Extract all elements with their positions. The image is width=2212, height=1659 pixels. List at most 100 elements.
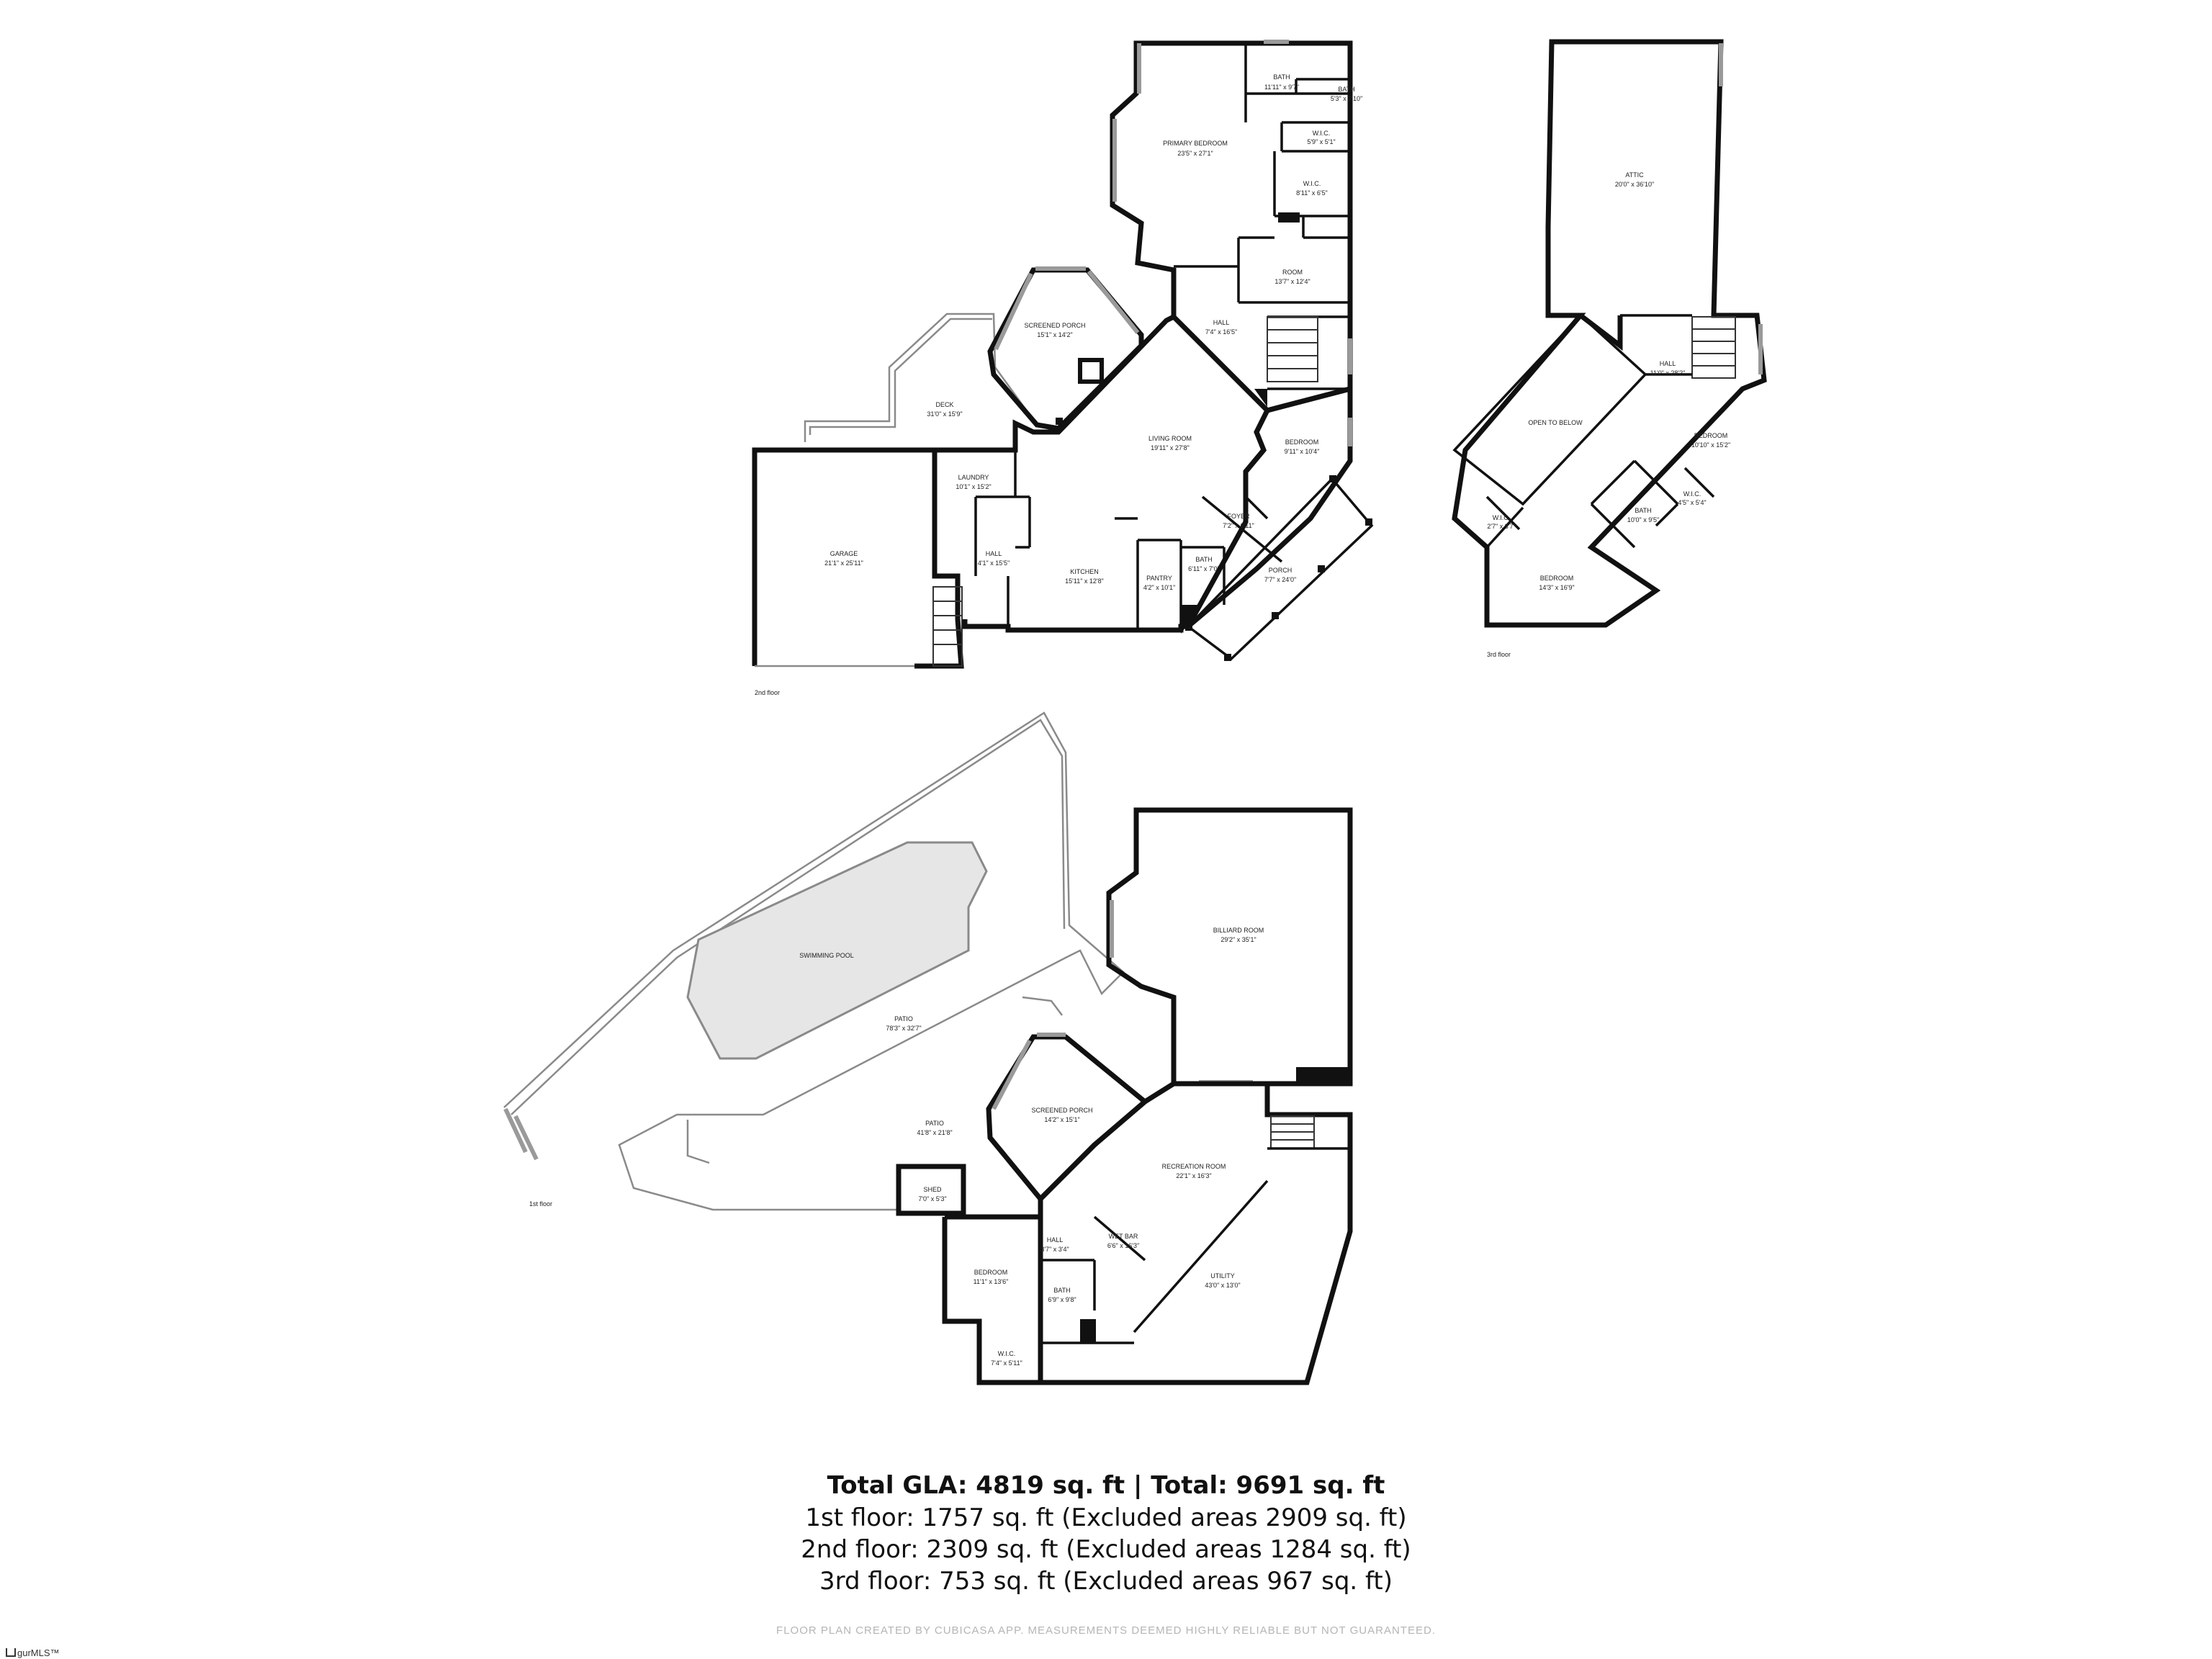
svg-text:23'5" x 27'1": 23'5" x 27'1"	[1177, 150, 1213, 157]
room-kitchen: KITCHEN 15'11" x 12'8"	[1065, 568, 1104, 585]
svg-text:PANTRY: PANTRY	[1146, 575, 1172, 582]
svg-text:SWIMMING POOL: SWIMMING POOL	[799, 952, 854, 959]
svg-text:GARAGE: GARAGE	[830, 550, 858, 557]
svg-text:BATH: BATH	[1273, 73, 1290, 81]
room-living-room: LIVING ROOM 19'11" x 27'8"	[1148, 435, 1192, 451]
first-floor-stairs	[1270, 1115, 1315, 1149]
svg-text:19'11" x 27'8": 19'11" x 27'8"	[1151, 444, 1190, 451]
room-bath-1st: BATH 6'9" x 9'8"	[1048, 1287, 1076, 1303]
svg-text:RECREATION ROOM: RECREATION ROOM	[1162, 1163, 1226, 1170]
svg-text:6'9" x 9'8": 6'9" x 9'8"	[1048, 1296, 1076, 1303]
svg-text:W.I.C.: W.I.C.	[1493, 514, 1511, 521]
svg-text:7'4" x 5'11": 7'4" x 5'11"	[991, 1359, 1022, 1367]
room-shed: SHED 7'0" x 5'3"	[918, 1186, 946, 1202]
svg-text:6'6" x 16'3": 6'6" x 16'3"	[1107, 1242, 1139, 1249]
room-bath-3: BATH 10'0" x 9'5"	[1627, 507, 1659, 523]
svg-text:7'7" x 24'0": 7'7" x 24'0"	[1264, 576, 1296, 583]
svg-text:10'10" x 15'2": 10'10" x 15'2"	[1691, 441, 1730, 449]
room-laundry: LAUNDRY 10'1" x 15'2"	[956, 474, 991, 490]
bedroom-1st-walls	[942, 1214, 1040, 1385]
svg-text:PORCH: PORCH	[1269, 567, 1292, 574]
svg-text:14'2" x 15'1": 14'2" x 15'1"	[1044, 1116, 1079, 1123]
svg-text:78'3" x 32'7": 78'3" x 32'7"	[886, 1025, 921, 1032]
svg-text:5'3" x 2'10": 5'3" x 2'10"	[1331, 95, 1362, 102]
room-swimming-pool: SWIMMING POOL	[799, 952, 854, 959]
svg-text:11'11" x 9'7": 11'11" x 9'7"	[1264, 84, 1299, 91]
svg-text:2'7" x 3'7": 2'7" x 3'7"	[1487, 523, 1515, 530]
room-wic-1st: W.I.C. 7'4" x 5'11"	[991, 1350, 1022, 1367]
room-screened-porch: SCREENED PORCH 15'1" x 14'2"	[1024, 322, 1085, 338]
svg-text:HALL: HALL	[1660, 360, 1676, 367]
room-pantry: PANTRY 4'2" x 10'1"	[1143, 575, 1175, 591]
screened-porch-2nd	[987, 267, 1144, 431]
svg-text:PATIO: PATIO	[894, 1015, 913, 1022]
svg-text:LAUNDRY: LAUNDRY	[958, 474, 989, 481]
svg-text:HALL: HALL	[1213, 319, 1230, 326]
room-bath-2: BATH 6'11" x 7'0"	[1188, 556, 1220, 572]
room-wic-3a: W.I.C. 4'5" x 5'4"	[1678, 490, 1706, 506]
svg-text:WET BAR: WET BAR	[1109, 1233, 1138, 1240]
svg-text:6'11" x 7'0": 6'11" x 7'0"	[1188, 565, 1220, 572]
svg-text:W.I.C.: W.I.C.	[1683, 490, 1701, 498]
svg-text:PRIMARY BEDROOM: PRIMARY BEDROOM	[1163, 140, 1228, 147]
room-primary-bedroom: PRIMARY BEDROOM 23'5" x 27'1"	[1163, 140, 1228, 157]
room-patio-2: PATIO 41'8" x 21'8"	[917, 1120, 952, 1136]
third-floor-plan: 3rd floor ATTIC 20'0" x 36'10" HALL 11'0…	[1452, 39, 1767, 658]
second-floor-stairs	[1267, 316, 1318, 382]
garage-walls	[752, 447, 964, 669]
room-hall: HALL 7'4" x 16'5"	[1205, 319, 1237, 336]
svg-text:4'5" x 5'4": 4'5" x 5'4"	[1678, 499, 1706, 506]
room-bedroom-3b: BEDROOM 14'3" x 16'9"	[1539, 575, 1574, 591]
room-attic: ATTIC 20'0" x 36'10"	[1615, 171, 1654, 188]
svg-text:BATH: BATH	[1338, 86, 1354, 93]
room-wet-bar: WET BAR 6'6" x 16'3"	[1107, 1233, 1139, 1249]
patio-outline	[503, 711, 1125, 1211]
svg-text:7'2" x 6'11": 7'2" x 6'11"	[1223, 522, 1254, 529]
first-floor-plan: 1st floor BILLIARD ROOM 29'2" x 35'1" SW…	[503, 711, 1353, 1385]
room-hall-3: HALL 11'0" x 28'2"	[1650, 360, 1686, 377]
room-room: ROOM 13'7" x 12'4"	[1274, 269, 1310, 285]
svg-text:3'7" x 3'4": 3'7" x 3'4"	[1040, 1246, 1069, 1253]
room-utility: UTILITY 43'0" x 13'0"	[1205, 1272, 1240, 1289]
svg-text:FOYER: FOYER	[1227, 513, 1250, 520]
svg-text:11'0" x 28'2": 11'0" x 28'2"	[1650, 369, 1686, 377]
svg-text:ATTIC: ATTIC	[1625, 171, 1644, 179]
floor-label: 2nd floor	[755, 689, 780, 696]
svg-text:21'1" x 25'11": 21'1" x 25'11"	[824, 559, 863, 567]
room-patio: PATIO 78'3" x 32'7"	[886, 1015, 921, 1032]
svg-text:10'0" x 9'5": 10'0" x 9'5"	[1627, 516, 1659, 523]
svg-text:5'9" x 5'1": 5'9" x 5'1"	[1307, 138, 1335, 145]
third-floor-area: 3rd floor: 753 sq. ft (Excluded areas 96…	[819, 1567, 1393, 1596]
svg-text:20'0" x 36'10": 20'0" x 36'10"	[1615, 181, 1654, 188]
svg-text:BEDROOM: BEDROOM	[974, 1269, 1008, 1276]
room-recreation: RECREATION ROOM 22'1" x 16'3"	[1162, 1163, 1226, 1179]
room-hall-1st: HALL 3'7" x 3'4"	[1040, 1236, 1069, 1253]
svg-text:ROOM: ROOM	[1282, 269, 1303, 276]
svg-text:14'3" x 16'9": 14'3" x 16'9"	[1539, 584, 1574, 591]
svg-text:BATH: BATH	[1195, 556, 1212, 563]
svg-text:7'0" x 5'3": 7'0" x 5'3"	[918, 1195, 946, 1202]
room-bedroom: BEDROOM 9'11" x 10'4"	[1285, 439, 1320, 455]
room-bedroom-3a: BEDROOM 10'10" x 15'2"	[1691, 432, 1730, 449]
deck-outline	[804, 313, 1059, 442]
shed	[896, 1164, 966, 1216]
svg-text:UTILITY: UTILITY	[1210, 1272, 1235, 1280]
svg-text:BILLIARD ROOM: BILLIARD ROOM	[1213, 927, 1264, 934]
room-open-to-below: OPEN TO BELOW	[1528, 419, 1583, 426]
svg-text:SCREENED PORCH: SCREENED PORCH	[1024, 322, 1085, 329]
second-floor-plan: 2nd floor PRIMARY BEDROOM 23'5" x 27'1" …	[752, 40, 1374, 696]
svg-text:43'0" x 13'0": 43'0" x 13'0"	[1205, 1282, 1240, 1289]
room-porch: PORCH 7'7" x 24'0"	[1264, 567, 1296, 583]
svg-text:BATH: BATH	[1635, 507, 1651, 514]
svg-text:15'11" x 12'8": 15'11" x 12'8"	[1065, 577, 1104, 585]
watermark-text: gurMLS™	[17, 1647, 60, 1658]
swimming-pool	[686, 841, 988, 1060]
svg-text:31'0" x 15'9": 31'0" x 15'9"	[927, 410, 962, 418]
svg-text:LIVING ROOM: LIVING ROOM	[1148, 435, 1192, 442]
svg-text:BEDROOM: BEDROOM	[1694, 432, 1728, 439]
room-wic-2: W.I.C. 8'11" x 6'5"	[1296, 180, 1328, 197]
svg-text:KITCHEN: KITCHEN	[1070, 568, 1099, 575]
svg-text:4'1" x 15'5": 4'1" x 15'5"	[978, 559, 1010, 567]
svg-text:7'4" x 16'5": 7'4" x 16'5"	[1205, 328, 1237, 336]
svg-text:W.I.C.: W.I.C.	[1313, 130, 1331, 137]
